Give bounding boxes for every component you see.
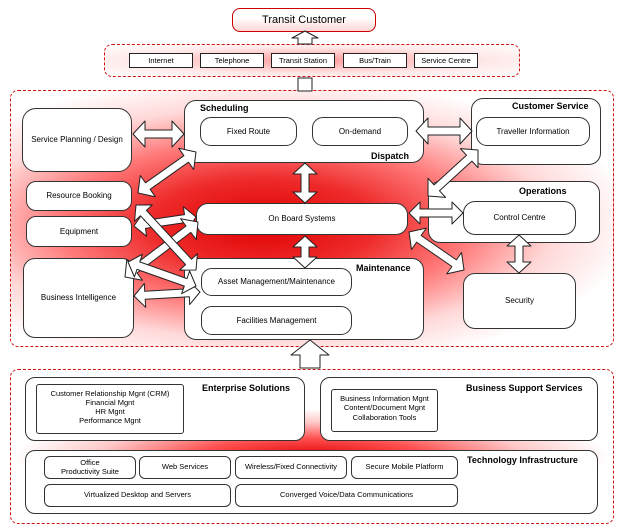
channel-telephone: Telephone [200, 53, 264, 68]
service-planning-label: Service Planning / Design [31, 135, 123, 145]
office-suite-box: Office Productivity Suite [44, 456, 136, 479]
enterprise-title: Enterprise Solutions [202, 383, 291, 393]
arrow-onboard-control [408, 201, 464, 225]
asset-management-box: Asset Management/Maintenance [201, 268, 352, 296]
facilities-management-box: Facilities Management [201, 306, 352, 335]
arrow-support-to-core [290, 339, 330, 369]
arrow-channels-to-customer [291, 30, 319, 45]
arrow-booking-scheduling [137, 147, 197, 198]
channel-service-centre-label: Service Centre [421, 56, 471, 65]
arrow-bi-asset [133, 280, 201, 308]
arrow-planning-scheduling [132, 120, 185, 148]
channel-bus-train-label: Bus/Train [359, 56, 391, 65]
arrow-onboard-maintenance [292, 235, 318, 269]
security-box: Security [463, 273, 576, 329]
office-suite-label: Office Productivity Suite [61, 457, 119, 476]
voice-data-label: Converged Voice/Data Communications [280, 490, 413, 500]
tech-infra-title: Technology Infrastructure [467, 455, 578, 465]
traveller-info-label: Traveller Information [496, 126, 570, 136]
enterprise-item-hr: HR Mgnt [95, 407, 125, 417]
business-support-item-content: Content/Document Mgnt [343, 403, 426, 413]
control-centre-box: Control Centre [463, 201, 576, 235]
customer-service-title: Customer Service [512, 101, 589, 111]
virtual-desktop-box: Virtualized Desktop and Servers [44, 484, 231, 507]
arrow-core-to-channels [297, 77, 313, 92]
onboard-systems-box: On Board Systems [196, 203, 408, 235]
maintenance-title: Maintenance [356, 263, 411, 273]
ondemand-box: On-demand [312, 117, 408, 146]
fixed-route-box: Fixed Route [200, 117, 297, 146]
web-services-box: Web Services [139, 456, 231, 479]
fixed-route-label: Fixed Route [226, 126, 271, 136]
ondemand-label: On-demand [338, 126, 382, 136]
channel-transit-station-label: Transit Station [278, 56, 328, 65]
enterprise-list: Customer Relationship Mgnt (CRM) Financi… [36, 384, 184, 434]
transit-customer-box: Transit Customer [232, 8, 376, 32]
onboard-systems-label: On Board Systems [268, 214, 336, 224]
arrow-customer-service-operations [427, 148, 479, 198]
wireless-label: Wireless/Fixed Connectivity [244, 462, 338, 472]
business-support-item-collab: Collaboration Tools [352, 412, 417, 422]
arrow-onboard-security [408, 227, 465, 275]
service-planning-box: Service Planning / Design [22, 108, 132, 172]
arrow-control-security [506, 234, 532, 274]
security-label: Security [505, 296, 534, 306]
arrow-scheduling-onboard [292, 162, 318, 204]
transit-customer-label: Transit Customer [262, 14, 346, 26]
equipment-label: Equipment [59, 226, 99, 236]
resource-booking-box: Resource Booking [26, 181, 132, 211]
channel-internet-label: Internet [148, 56, 174, 65]
enterprise-item-financial: Financial Mgnt [85, 398, 135, 408]
channel-internet: Internet [129, 53, 193, 68]
business-intelligence-box: Business Intelligence [23, 258, 134, 338]
business-support-item-info: Business Information Mgnt [340, 394, 429, 403]
facilities-management-label: Facilities Management [236, 315, 317, 325]
resource-booking-label: Resource Booking [46, 191, 112, 201]
enterprise-item-performance: Performance Mgnt [79, 416, 141, 426]
dispatch-title: Dispatch [371, 151, 410, 161]
web-services-label: Web Services [161, 462, 209, 472]
asset-management-label: Asset Management/Maintenance [218, 277, 335, 287]
business-support-title: Business Support Services [466, 383, 583, 393]
arrow-booking-maintenance [134, 204, 198, 271]
operations-title: Operations [519, 186, 567, 196]
business-support-list: Business Information Mgnt Content/Docume… [331, 389, 438, 432]
scheduling-title: Scheduling [200, 103, 249, 113]
channel-service-centre: Service Centre [414, 53, 478, 68]
arrow-scheduling-customer-service [415, 117, 473, 145]
wireless-box: Wireless/Fixed Connectivity [235, 456, 347, 479]
mobile-platform-box: Secure Mobile Platform [351, 456, 458, 479]
control-centre-label: Control Centre [493, 213, 546, 223]
traveller-info-box: Traveller Information [476, 117, 590, 146]
voice-data-box: Converged Voice/Data Communications [235, 484, 458, 507]
enterprise-item-crm: Customer Relationship Mgnt (CRM) [50, 389, 170, 398]
mobile-platform-label: Secure Mobile Platform [365, 462, 444, 472]
channel-telephone-label: Telephone [214, 56, 250, 65]
business-intelligence-label: Business Intelligence [40, 293, 117, 303]
arrow-bi-maintenance [127, 253, 197, 295]
virtual-desktop-label: Virtualized Desktop and Servers [84, 490, 191, 500]
channel-bus-train: Bus/Train [343, 53, 407, 68]
channel-transit-station: Transit Station [271, 53, 335, 68]
equipment-box: Equipment [26, 216, 132, 247]
